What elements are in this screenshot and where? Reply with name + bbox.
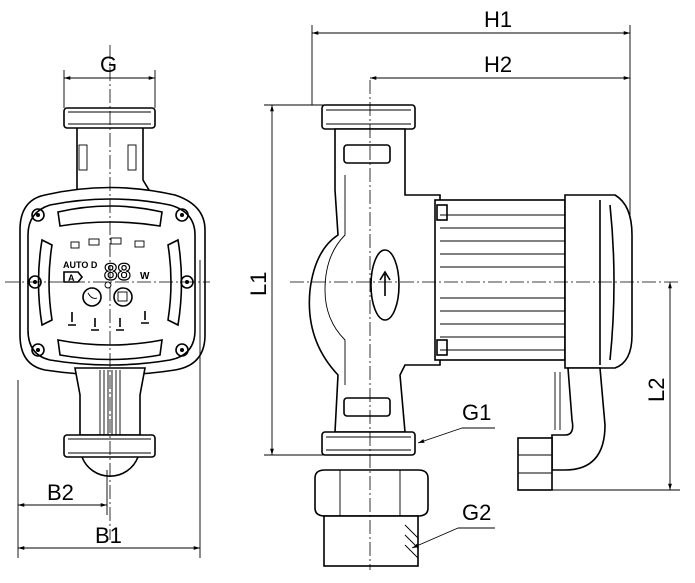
top-flange (63, 107, 156, 129)
dim-label-l2: L2 (644, 378, 669, 402)
leader-g1 (417, 427, 463, 444)
side-view: H1 H2 L1 (246, 7, 680, 570)
dim-label-h1: H1 (484, 7, 512, 32)
front-view: G (5, 45, 210, 558)
pump-head-housing (19, 186, 206, 376)
control-display: AUTO D A 88 W (63, 237, 150, 331)
auto-badge (63, 271, 84, 283)
flow-direction-indicator (370, 249, 400, 321)
electronics-module (564, 194, 633, 369)
dim-label-g: G (100, 52, 117, 77)
speed-level-icons (70, 237, 145, 249)
cable-gland (551, 367, 606, 471)
night-mode-icon (82, 287, 102, 307)
pump-body (308, 128, 441, 433)
threaded-fitting (323, 515, 419, 567)
control-mode-icons (68, 311, 149, 331)
side-top-flange (321, 104, 416, 130)
dim-label-b1: B1 (95, 523, 122, 548)
bottom-flange (63, 434, 156, 458)
manual-mode-icon (113, 287, 133, 307)
dim-label-g2: G2 (462, 500, 491, 525)
auto-badge-letter: A (68, 273, 75, 283)
power-unit: W (140, 271, 150, 282)
dim-label-b2: B2 (47, 480, 74, 505)
union-nut (314, 469, 429, 517)
motor-housing (434, 199, 566, 361)
flow-arrow-icon (379, 270, 391, 296)
dim-label-g1: G1 (462, 400, 491, 425)
mode-label: AUTO D (63, 260, 98, 270)
dim-label-h2: H2 (484, 52, 512, 77)
leader-g2 (411, 527, 459, 549)
side-bottom-flange (321, 431, 416, 456)
dim-label-l1: L1 (246, 272, 271, 296)
cable-nut (517, 437, 553, 491)
